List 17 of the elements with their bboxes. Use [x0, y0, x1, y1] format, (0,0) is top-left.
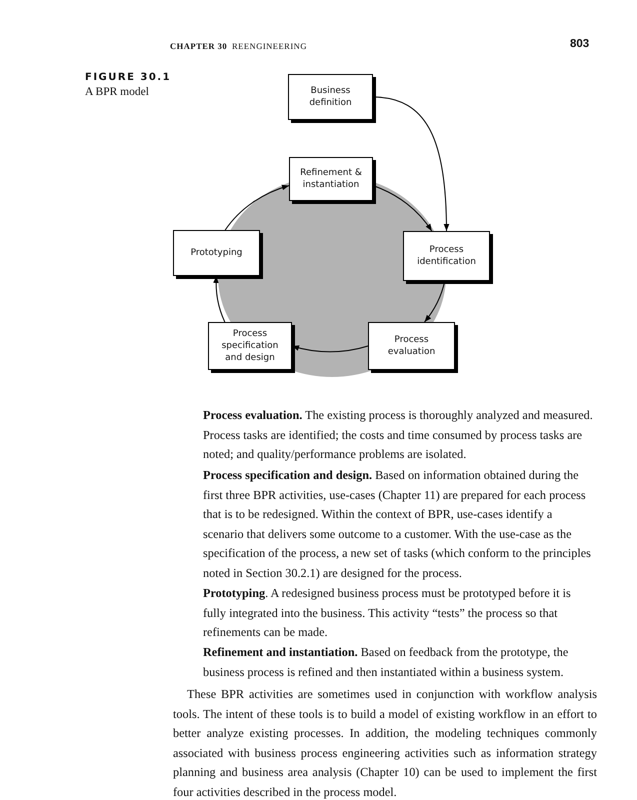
page-number: 803	[570, 38, 590, 50]
chapter-title: REENGINEERING	[232, 41, 307, 51]
paragraph: These BPR activities are sometimes used in conjunction with workflow analysis tools. The intent of these tools is to build a model of existing workflow in an effort to better analyze existing processes. In addition, the modeling techniques commonly associated with business process engineering activities such as information strategy planning and business area analysis (Chapter 10) can be used to implement the first four activities described in the process model.	[173, 686, 597, 800]
paragraph: Refinement and instantiation. Based on feedback from the prototype, the business process is refined and then instantiated within a business system.	[203, 644, 570, 681]
process-box: Process specification and design	[208, 322, 292, 370]
chapter-number: CHAPTER 30	[170, 41, 228, 51]
process-box: Business definition	[288, 74, 373, 120]
arrow	[224, 185, 290, 230]
paragraph: Prototyping. A redesigned business process must be prototyped before it is fully integrated into the business. This activity “tests” the process so that refinements can be made.	[203, 585, 572, 642]
process-box: Process identification	[403, 231, 490, 281]
figure-number: FIGURE 30.1	[85, 72, 172, 83]
figure-caption: A BPR model	[85, 86, 149, 98]
paragraph: Process evaluation. The existing process is thoroughly analyzed and measured. Process tasks are identified; the costs and time consumed by process tasks are noted; and quality/performance problems are isolated.	[203, 407, 594, 464]
process-box: Refinement & instantiation	[289, 157, 373, 201]
process-box: Process evaluation	[368, 322, 455, 370]
process-box: Prototyping	[173, 230, 260, 276]
paragraph: Process specification and design. Based on information obtained during the first three BPR activities, use-cases (Chapter 11) are prepared for each process that is to be redesigned. Within the context of BPR, use-cases identify a scenario that delivers some outcome to a customer. With the use-case as the specification of the process, a new set of tasks (which conform to the principles noted in Section 30.2.1) are designed for the process.	[203, 467, 592, 582]
